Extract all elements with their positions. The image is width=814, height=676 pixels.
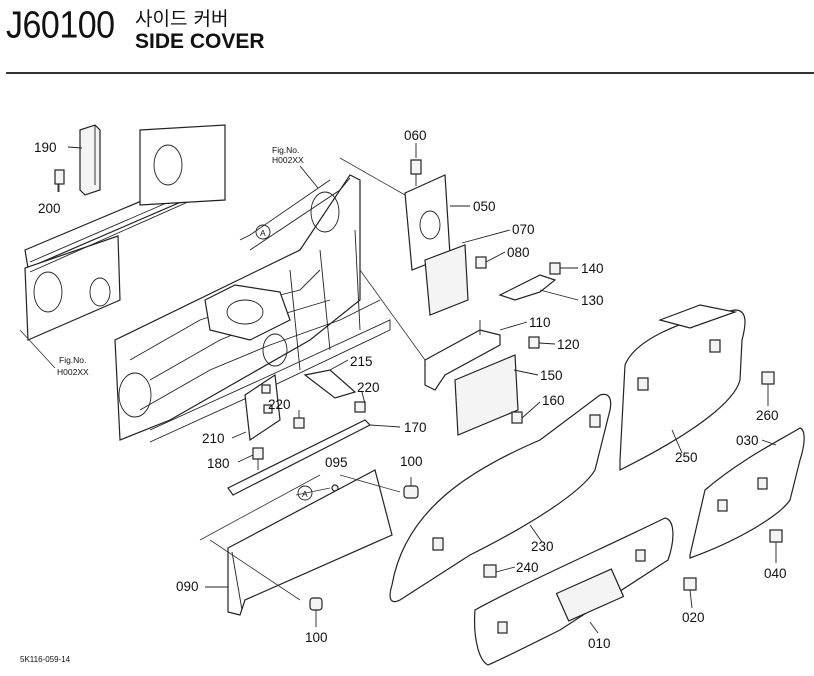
circle-a-label-top: A	[260, 228, 266, 238]
callout-160: 160	[542, 393, 565, 408]
part-220-bolts	[293, 401, 366, 429]
part-200-bolt	[54, 169, 65, 192]
part-080-bolt	[475, 256, 487, 269]
part-215-bracket	[303, 369, 357, 399]
circle-a-marker-bottom	[297, 485, 313, 501]
callout-190: 190	[34, 140, 57, 155]
part-140-bolt	[549, 262, 561, 275]
part-260-clip	[761, 371, 775, 385]
part-030-panel	[689, 427, 805, 559]
leader-lines	[57, 143, 777, 634]
main-frame	[24, 124, 391, 443]
part-160-bolt	[511, 411, 523, 424]
callout-140: 140	[581, 261, 604, 276]
part-190-bracket	[79, 124, 101, 196]
part-230-panel	[389, 393, 612, 603]
callout-060: 060	[404, 128, 427, 143]
footer-reference: 5K116-059-14	[20, 655, 71, 664]
callout-070: 070	[512, 222, 535, 237]
circle-a-marker-top	[255, 224, 271, 240]
part-120-bolt	[528, 336, 540, 349]
part-210-bracket	[244, 373, 281, 442]
part-180-bolt	[252, 447, 264, 470]
part-110-bracket	[424, 320, 501, 391]
callout-080: 080	[507, 245, 530, 260]
callout-020: 020	[682, 610, 705, 625]
callout-100-bottom: 100	[305, 630, 328, 645]
callout-090: 090	[176, 579, 199, 594]
callout-030: 030	[736, 433, 759, 448]
part-090-side-cover	[227, 469, 393, 616]
part-070-panel	[424, 244, 469, 316]
callout-200: 200	[38, 201, 61, 216]
callout-215: 215	[350, 354, 373, 369]
callout-095: 095	[325, 455, 348, 470]
fig-ref-left-line1: Fig.No.	[59, 355, 86, 365]
callout-010: 010	[588, 636, 611, 651]
callout-100-top: 100	[400, 454, 423, 469]
fig-ref-left-line2: H002XX	[57, 367, 89, 377]
callout-260: 260	[756, 408, 779, 423]
part-250-panel	[619, 304, 746, 471]
circle-a-label-bottom: A	[302, 489, 308, 499]
callout-050: 050	[473, 199, 496, 214]
part-060-bolt	[410, 159, 422, 186]
callout-120: 120	[557, 337, 580, 352]
fig-ref-top-line1: Fig.No.	[272, 145, 299, 155]
callout-150: 150	[540, 368, 563, 383]
callout-240: 240	[516, 560, 539, 575]
part-010-panel	[473, 517, 674, 666]
callout-220-left: 220	[268, 397, 291, 412]
part-130-bracket	[498, 274, 557, 301]
callout-110: 110	[529, 315, 551, 330]
part-040-clip	[769, 529, 783, 543]
figure-code: J60100	[6, 4, 115, 47]
callout-250: 250	[675, 450, 698, 465]
assembly-guide-lines	[19, 157, 426, 601]
part-150-panel	[454, 354, 519, 436]
callout-220-right: 220	[357, 380, 380, 395]
part-100-knobs	[309, 485, 419, 611]
title-korean: 사이드 커버	[135, 8, 229, 30]
header-rule	[6, 72, 814, 74]
part-020-clip	[683, 577, 697, 591]
callout-210: 210	[202, 431, 225, 446]
callout-170: 170	[404, 420, 427, 435]
fig-ref-top-line2: H002XX	[272, 155, 304, 165]
callout-230: 230	[531, 539, 554, 554]
title-english: SIDE COVER	[135, 30, 265, 53]
part-240-clip	[483, 564, 497, 578]
callout-040: 040	[764, 566, 787, 581]
callout-130: 130	[581, 293, 604, 308]
callout-180: 180	[207, 456, 230, 471]
